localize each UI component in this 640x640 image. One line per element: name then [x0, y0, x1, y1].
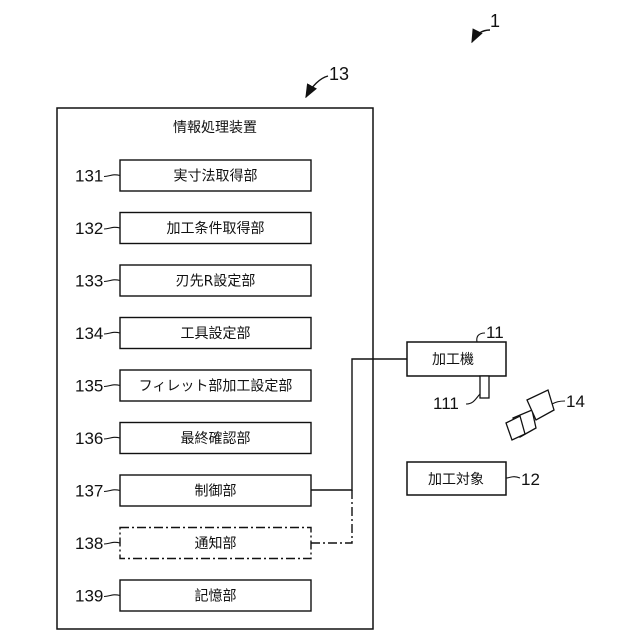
unit-label-132: 加工条件取得部 [167, 220, 265, 237]
unit-ref-leader-135 [104, 385, 120, 387]
machine-ref-leader [477, 333, 485, 342]
workpiece-label: 加工対象 [428, 472, 484, 488]
workpiece-ref-number: 12 [521, 470, 540, 489]
unit-ref-leader-137 [104, 490, 120, 492]
machine-ref-number: 11 [486, 323, 504, 342]
unit-ref-number-139: 139 [75, 587, 103, 606]
unit-ref-number-135: 135 [75, 377, 103, 396]
unit-ref-leader-133 [104, 280, 120, 282]
unit-ref-leader-136 [104, 437, 120, 439]
tool-shape [480, 376, 489, 398]
unit-ref-leader-131 [104, 175, 120, 177]
unit-label-131: 実寸法取得部 [174, 168, 258, 185]
unit-ref-number-132: 132 [75, 219, 103, 238]
unit-ref-number-134: 134 [75, 324, 103, 343]
unit-ref-leader-139 [104, 595, 120, 597]
device-ref-number: 13 [329, 64, 349, 84]
unit-label-134: 工具設定部 [181, 326, 251, 342]
unit-label-139: 記憶部 [195, 588, 237, 605]
camera-ref-leader [552, 401, 565, 404]
unit-ref-number-133: 133 [75, 272, 103, 291]
unit-label-135: フィレット部加工設定部 [139, 379, 293, 395]
unit-label-133: 刃先R設定部 [176, 274, 256, 290]
device-ref-arrow [306, 76, 328, 97]
unit-label-136: 最終確認部 [181, 431, 251, 447]
camera-icon [506, 390, 554, 440]
camera-ref-number: 14 [566, 392, 585, 411]
workpiece-ref-leader [506, 477, 520, 478]
unit-ref-number-131: 131 [75, 167, 103, 186]
unit-ref-number-137: 137 [75, 482, 103, 501]
unit-label-138: 通知部 [195, 535, 237, 552]
device-title: 情報処理装置 [173, 120, 257, 136]
unit-ref-leader-138 [104, 542, 120, 544]
control-to-machine-line [311, 359, 407, 490]
unit-ref-number-138: 138 [75, 534, 103, 553]
unit-ref-leader-132 [104, 227, 120, 229]
machine-label: 加工機 [432, 352, 474, 368]
system-ref-arrow [472, 30, 490, 42]
unit-label-137: 制御部 [195, 484, 237, 500]
unit-ref-number-136: 136 [75, 429, 103, 448]
tool-ref-leader [466, 394, 480, 404]
unit-ref-leader-134 [104, 332, 120, 334]
tool-ref-number: 111 [433, 394, 459, 413]
system-ref-number: 1 [490, 11, 500, 31]
units-group: 実寸法取得部 131 加工条件取得部 132 刃先R設定部 133 工具設定部 134 フィレッ… [75, 160, 311, 611]
notify-to-machine-line [311, 490, 352, 543]
